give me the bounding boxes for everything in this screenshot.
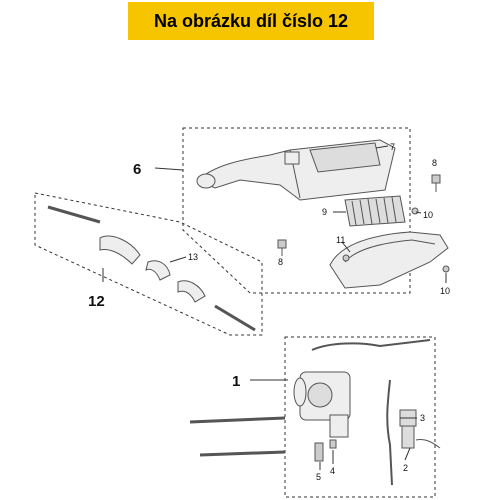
callout-3: 3: [420, 413, 425, 423]
intake-hose-part: [47, 205, 256, 332]
callout-10-bottom: 10: [440, 286, 450, 296]
callout-9: 9: [322, 207, 327, 217]
carburetor-part: [189, 339, 431, 486]
leader-lines-carburetor: [250, 379, 417, 470]
callout-11: 11: [336, 235, 345, 245]
callout-12: 12: [88, 293, 105, 310]
callout-7: 7: [390, 142, 395, 152]
leader-lines-intake: [102, 256, 187, 282]
leader-lines-air-filter: [154, 145, 447, 283]
small-fasteners: [314, 439, 337, 462]
air-filter-housing-part: [196, 139, 396, 201]
callout-13: 13: [188, 252, 198, 262]
group-outline-carburetor: [284, 336, 436, 498]
screw-parts-top: [277, 174, 450, 273]
filter-element-part: [344, 195, 406, 227]
callout-8-middle: 8: [278, 257, 283, 267]
group-outline-intake: [34, 192, 263, 336]
part-number-banner: Na obrázku díl číslo 12: [128, 2, 374, 40]
callout-10-top: 10: [423, 210, 433, 220]
callout-6: 6: [133, 161, 141, 178]
callout-5: 5: [316, 472, 321, 482]
callout-8-top: 8: [432, 158, 437, 168]
callout-2: 2: [403, 463, 408, 473]
group-outline-air-filter: [182, 127, 411, 294]
callout-1: 1: [232, 373, 240, 390]
callout-4: 4: [330, 466, 335, 476]
